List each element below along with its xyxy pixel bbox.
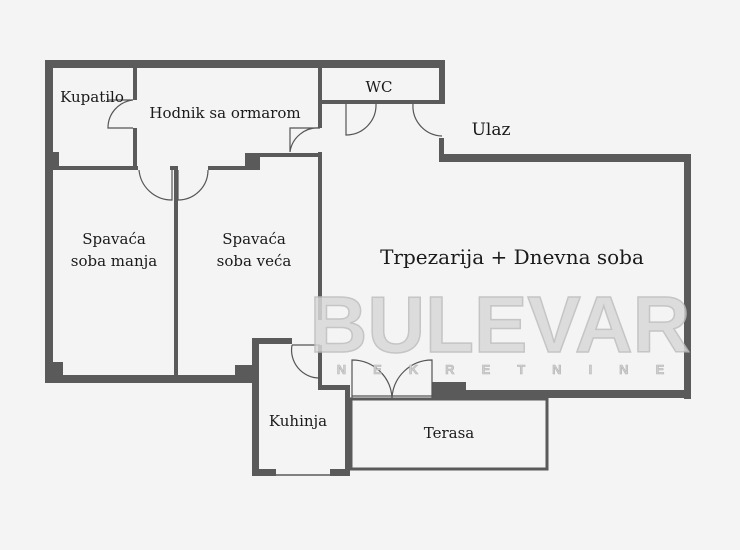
wall-entrance-jamb: [439, 138, 444, 160]
wall-top: [45, 60, 445, 68]
watermark: BULEVAR NEKRETNINE: [309, 279, 692, 377]
door-entrance-icon: [412, 103, 443, 137]
wall-kitchen-top: [252, 338, 292, 344]
wall-wc-right: [439, 60, 445, 104]
wall-center: [318, 152, 322, 320]
doors: [107, 99, 443, 399]
door-kitchen-icon: [290, 344, 321, 379]
wall-pillar: [432, 382, 466, 392]
wall-notch: [235, 365, 253, 377]
label-bathroom: Kupatilo: [60, 88, 124, 106]
wall-living-bottom: [432, 390, 691, 398]
label-living-dining: Trpezarija + Dnevna soba: [380, 245, 644, 269]
wall-kitchen-left: [252, 338, 259, 476]
door-terrace-icon: [351, 359, 433, 399]
label-bedroom-small-line1: Spavaća: [82, 230, 146, 248]
wall-kitchen-bottom: [252, 469, 276, 476]
wall-bottom-left: [45, 375, 258, 383]
wall-left: [45, 60, 53, 383]
wall-kitchen-corner: [318, 385, 350, 390]
label-bedroom-large-line2: soba veća: [217, 252, 292, 270]
wall-notch: [245, 153, 260, 170]
watermark-subtitle: NEKRETNINE: [337, 362, 692, 377]
door-wc-icon: [345, 103, 377, 136]
door-hall-icon: [289, 127, 321, 153]
wall-bath-hall: [133, 128, 137, 170]
wall-bedroom-top: [208, 166, 245, 170]
wall-kitchen-right: [345, 388, 350, 476]
label-hallway: Hodnik sa ormarom: [149, 104, 300, 122]
wall-wc-bottom: [320, 100, 444, 104]
label-terrace: Terasa: [424, 424, 475, 442]
wall-notch: [53, 152, 59, 168]
wall-center-upper: [318, 68, 322, 128]
wall-bedroom-divider: [174, 168, 178, 376]
watermark-brand: BULEVAR: [310, 280, 691, 369]
wall-bath-hall: [133, 68, 137, 100]
door-bathroom-icon: [107, 99, 134, 129]
label-entrance: Ulaz: [472, 120, 511, 140]
wall-living-top: [439, 154, 690, 162]
wall-hall-bottom: [245, 153, 320, 157]
wall-center-lower: [318, 345, 322, 385]
wall-bedroom-top: [53, 166, 138, 170]
label-bedroom-large-line1: Spavaća: [222, 230, 286, 248]
door-bedroom-large-icon: [177, 169, 209, 201]
label-kitchen: Kuhinja: [269, 412, 327, 430]
door-bedroom-small-icon: [138, 169, 173, 201]
walls: [45, 60, 691, 476]
terrace-outline: [349, 397, 549, 471]
wall-right: [684, 154, 691, 399]
label-wc: WC: [366, 78, 393, 96]
label-bedroom-small-line2: soba manja: [71, 252, 158, 270]
wall-kitchen-bottom: [330, 469, 350, 476]
wall-notch: [53, 362, 63, 376]
room-labels: Kupatilo Hodnik sa ormarom WC Ulaz Spava…: [60, 78, 644, 442]
